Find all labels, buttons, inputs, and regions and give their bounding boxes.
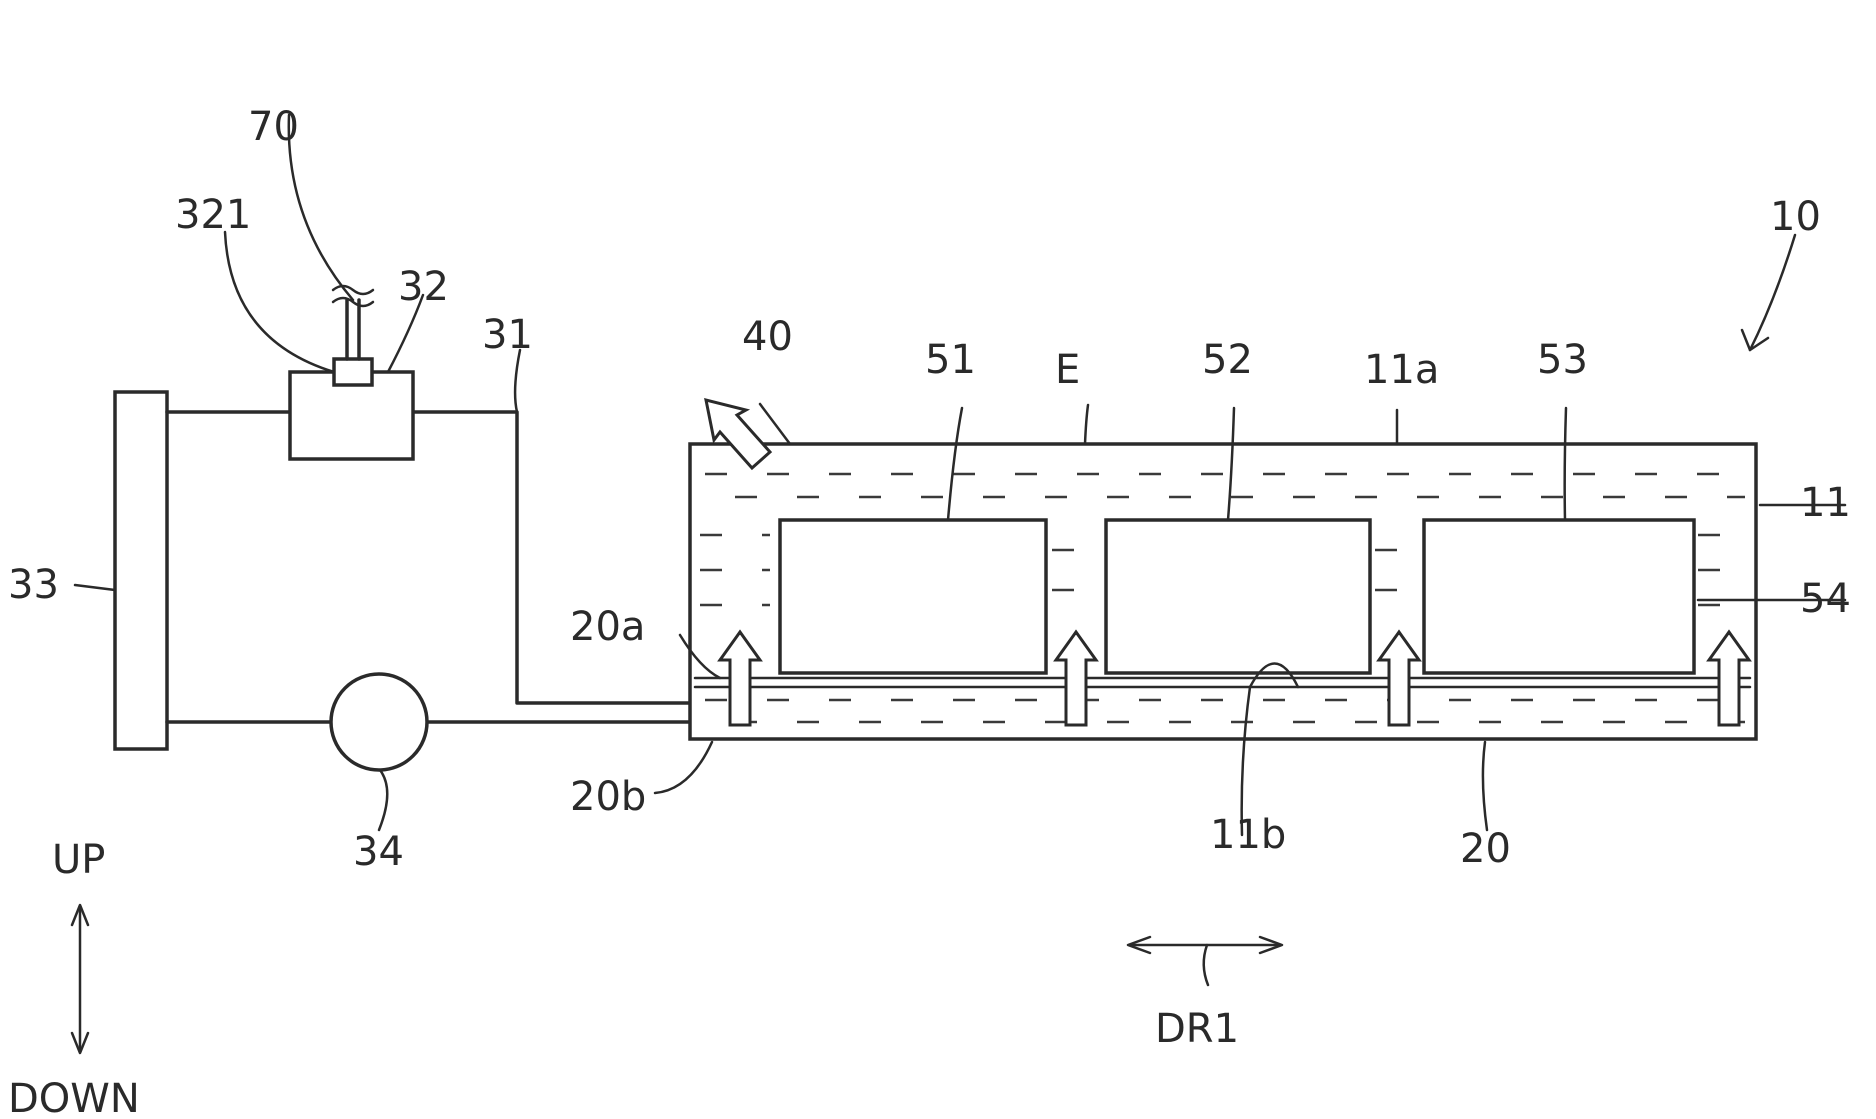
valve-part-321 [334,359,372,385]
label-31: 31 [482,312,533,358]
upper-pipe [167,412,690,703]
wire-70 [347,300,359,359]
label-33: 33 [8,562,59,608]
label-54: 54 [1800,576,1851,622]
label-32: 32 [398,264,449,310]
label-40: 40 [742,314,793,360]
up-down-arrow [72,905,88,1053]
label-11: 11 [1800,480,1851,526]
label-51: 51 [925,337,976,383]
label-53: 53 [1537,337,1588,383]
cell-53 [1424,520,1694,673]
cell-51 [780,520,1046,673]
wire-break-symbol [333,286,373,306]
pump-34 [331,674,427,770]
label-down: DOWN [8,1076,140,1119]
cell-52 [1106,520,1370,673]
label-70: 70 [248,104,299,150]
label-up: UP [52,837,105,883]
label-10: 10 [1770,194,1821,240]
label-34: 34 [353,829,404,875]
label-20a: 20a [570,604,645,650]
vent-slash [760,404,790,444]
label-E: E [1055,347,1080,393]
label-dr1: DR1 [1155,1006,1239,1052]
label-52: 52 [1202,337,1253,383]
label-11a: 11a [1364,347,1439,393]
label-20: 20 [1460,826,1511,872]
label-11b: 11b [1210,812,1286,858]
label-321: 321 [175,192,251,238]
radiator-33 [115,392,167,749]
label-20b: 20b [570,774,646,820]
